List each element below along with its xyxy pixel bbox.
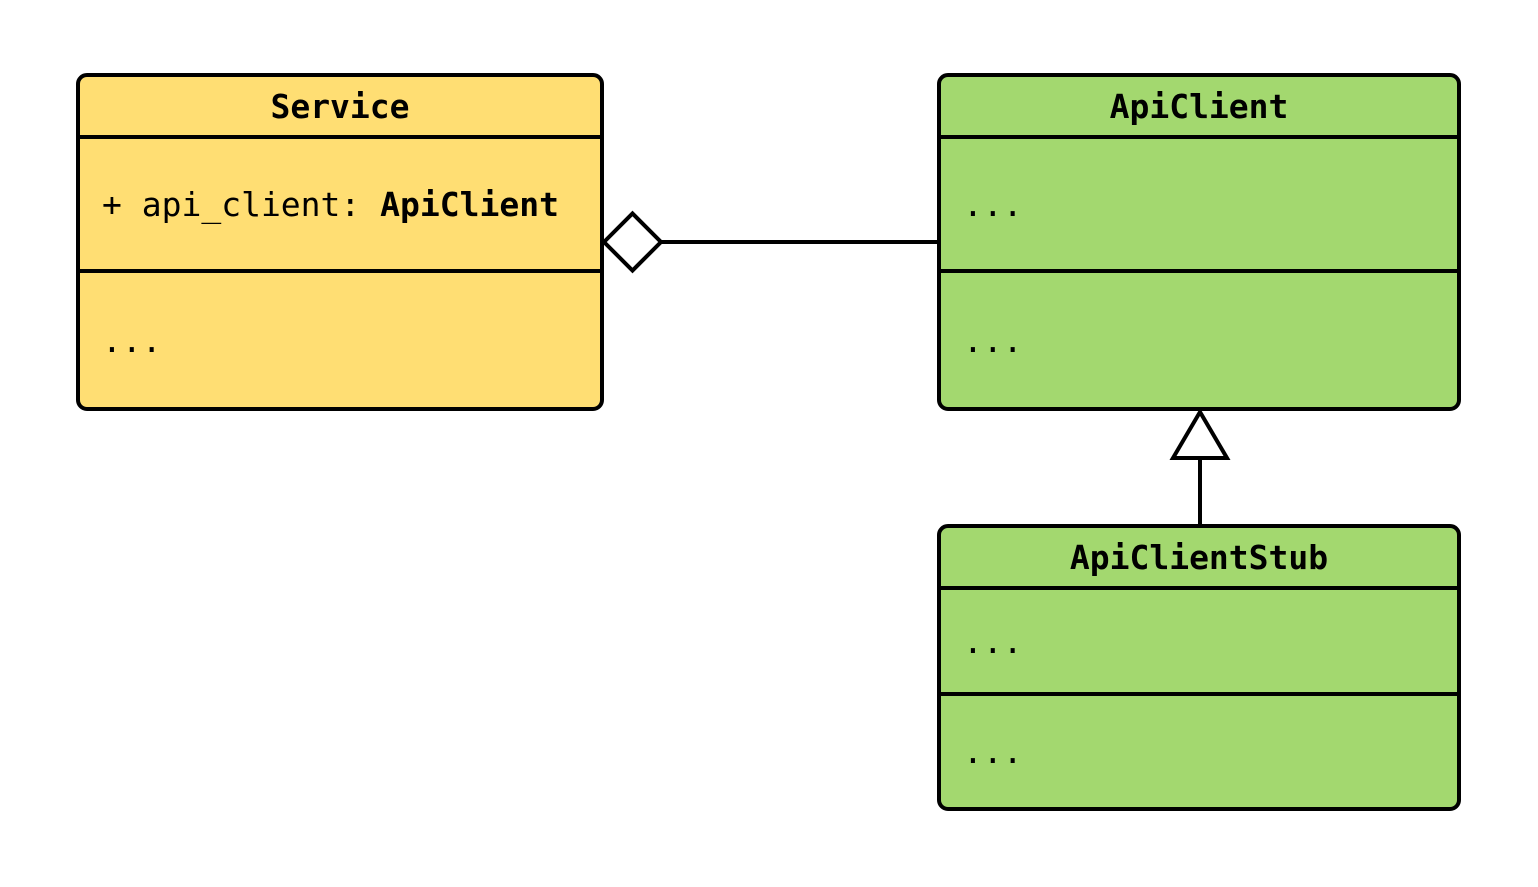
class-box-service: Service + api_client: ApiClient ... bbox=[76, 73, 604, 411]
aggregation-diamond-icon bbox=[601, 210, 664, 274]
inheritance-connector bbox=[1169, 408, 1231, 528]
service-methods-compartment: ... bbox=[80, 273, 600, 407]
attribute-prefix-text: + api_client: bbox=[102, 184, 381, 224]
apiclient-attributes-compartment: ... bbox=[941, 139, 1457, 273]
class-name-apiclient: ApiClient bbox=[1109, 86, 1289, 126]
inheritance-triangle-icon bbox=[1169, 408, 1231, 460]
apiclient-methods-compartment: ... bbox=[941, 273, 1457, 407]
class-name-apiclientstub: ApiClientStub bbox=[1069, 537, 1329, 577]
aggregation-connector bbox=[601, 210, 939, 274]
apiclientstub-methods-compartment: ... bbox=[941, 696, 1457, 807]
apiclientstub-attributes-placeholder: ... bbox=[963, 621, 1023, 661]
service-methods-placeholder: ... bbox=[102, 320, 162, 360]
apiclient-attributes-placeholder: ... bbox=[963, 184, 1023, 224]
apiclientstub-methods-placeholder: ... bbox=[963, 732, 1023, 771]
apiclientstub-attributes-compartment: ... bbox=[941, 590, 1457, 696]
apiclient-methods-placeholder: ... bbox=[963, 320, 1023, 360]
service-attribute-api-client: + api_client: ApiClient bbox=[102, 185, 559, 224]
apiclient-name-compartment: ApiClient bbox=[941, 77, 1457, 139]
class-name-service: Service bbox=[270, 86, 410, 126]
attribute-type-text: ApiClient bbox=[380, 184, 559, 224]
service-attributes-compartment: + api_client: ApiClient bbox=[80, 139, 600, 273]
class-box-apiclient: ApiClient ... ... bbox=[937, 73, 1461, 411]
apiclientstub-name-compartment: ApiClientStub bbox=[941, 528, 1457, 590]
class-box-apiclientstub: ApiClientStub ... ... bbox=[937, 524, 1461, 811]
service-name-compartment: Service bbox=[80, 77, 600, 139]
